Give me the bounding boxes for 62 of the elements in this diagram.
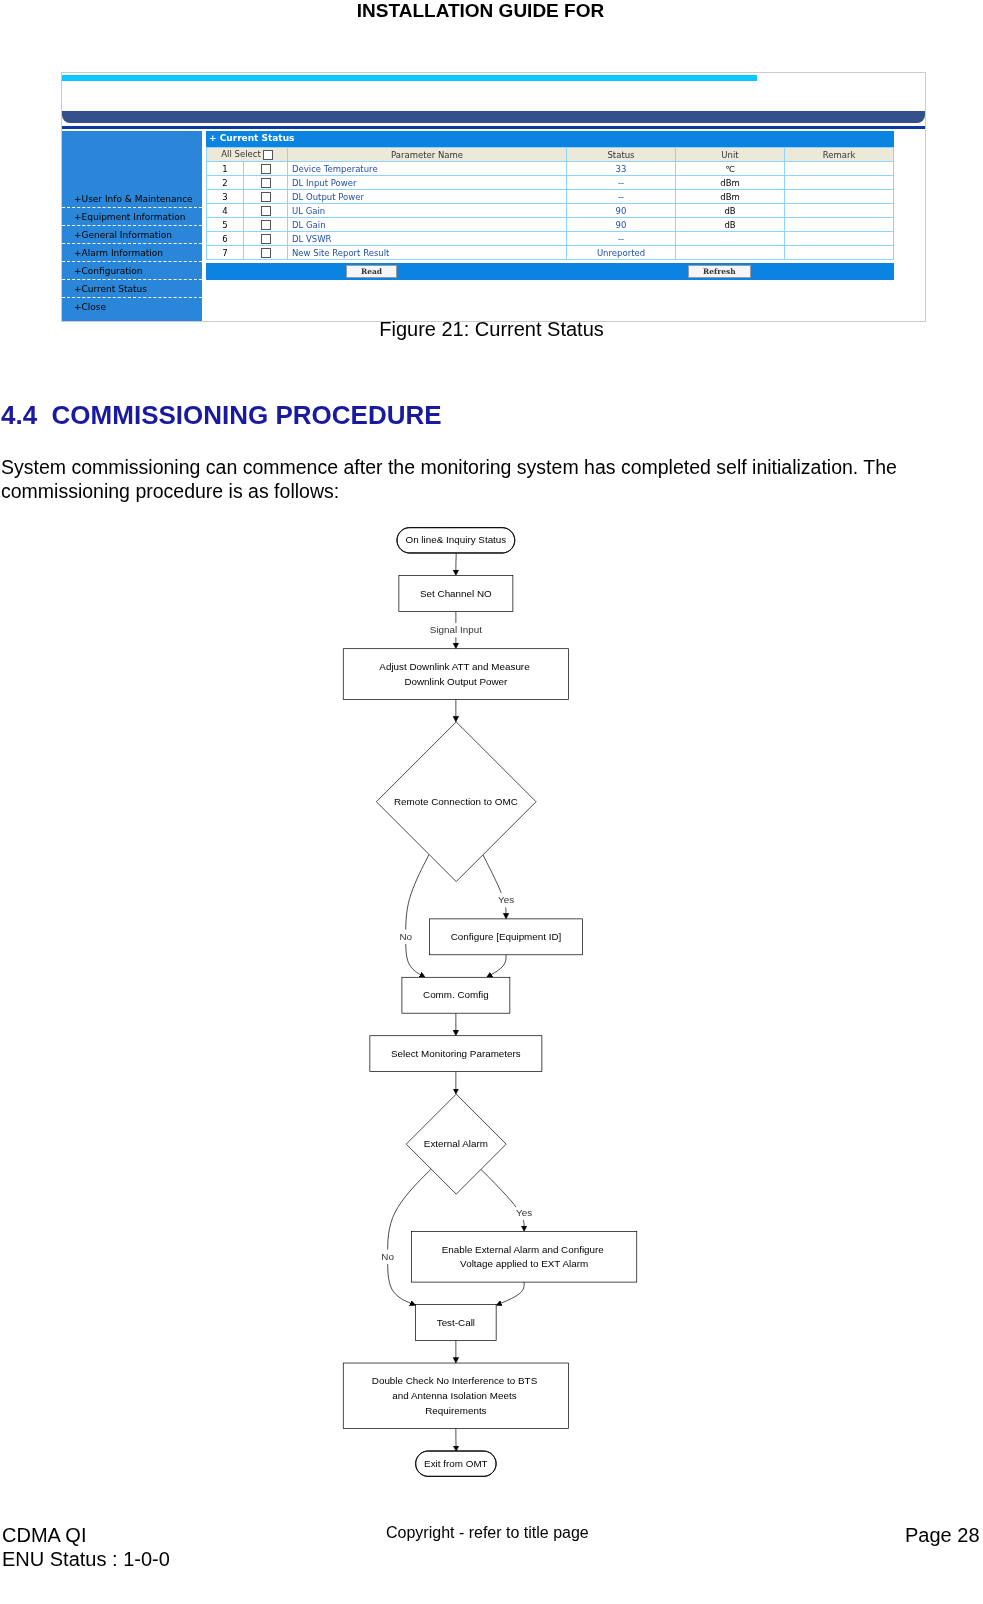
figure-caption: Figure 21: Current Status bbox=[378, 318, 605, 341]
table-cell: dB bbox=[675, 203, 785, 218]
table-cell: UL Gain bbox=[287, 203, 567, 218]
page-number: Page 28 bbox=[905, 1524, 980, 1547]
table-cell: Device Temperature bbox=[287, 161, 567, 176]
table-cell: 3 bbox=[206, 189, 244, 204]
page-header: INSTALLATION GUIDE FOR bbox=[355, 0, 606, 22]
table-cell: DL VSWR bbox=[287, 231, 567, 246]
panel-title: + Current Status bbox=[209, 133, 295, 143]
table-cell: 5 bbox=[206, 217, 244, 232]
table-header: Parameter Name bbox=[287, 147, 567, 162]
node-box: Test-Call bbox=[415, 1304, 497, 1341]
table-cell: 7 bbox=[206, 245, 244, 260]
table-cell: 2 bbox=[206, 175, 244, 190]
table-header: Remark bbox=[784, 147, 894, 162]
table-cell: 6 bbox=[206, 231, 244, 246]
table-cell: 90 bbox=[566, 217, 676, 232]
table-cell: DL Output Power bbox=[287, 189, 567, 204]
node-box: Comm. Comfig bbox=[401, 976, 511, 1014]
node-box: Configure [Equipment ID] bbox=[429, 918, 583, 956]
table-cell: -- bbox=[566, 231, 676, 246]
menu-item: +Close bbox=[73, 301, 108, 314]
table-cell: 1 bbox=[206, 161, 244, 176]
edge-label: Yes bbox=[498, 894, 515, 906]
menu-item: +Current Status bbox=[62, 281, 202, 298]
table-cell: -- bbox=[566, 189, 676, 204]
edge-label: No bbox=[381, 1250, 394, 1263]
node-diamond: Remote Connection to OMC bbox=[376, 721, 537, 882]
table-cell: dBm bbox=[675, 175, 785, 190]
table-cell: New Site Report Result bbox=[287, 245, 567, 260]
footer-text: CDMA QI bbox=[2, 1524, 87, 1547]
edge-label: Yes bbox=[516, 1206, 533, 1219]
node-box: Select Monitoring Parameters bbox=[369, 1035, 543, 1072]
node-box: Double Check No Interference to BTS and Antenna Isolation Meets Requirements bbox=[342, 1362, 569, 1429]
table-cell: dBm bbox=[675, 189, 785, 204]
body-paragraph: System commissioning can commence after the monitoring system has completed self initialization. The commissioning procedure is as follows: bbox=[1, 455, 898, 503]
menu-item: +General Information bbox=[62, 227, 202, 244]
node-box: Adjust Downlink ATT and Measure Downlink Output Power bbox=[342, 648, 569, 700]
menu-item: +Configuration bbox=[62, 263, 202, 280]
table-cell: DL Input Power bbox=[287, 175, 567, 190]
table-cell: ℃ bbox=[675, 161, 785, 176]
table-cell: 90 bbox=[566, 203, 676, 218]
table-cell: DL Gain bbox=[287, 217, 567, 232]
footer-text: Copyright - refer to title page bbox=[386, 1524, 589, 1542]
edge-label: No bbox=[399, 930, 412, 943]
table-cell: -- bbox=[566, 175, 676, 190]
table-cell: Unreported bbox=[566, 245, 676, 260]
edge-label: Signal Input bbox=[429, 624, 482, 636]
table-header: Unit bbox=[675, 147, 785, 162]
section-heading: 4.4 COMMISSIONING PROCEDURE bbox=[1, 400, 442, 431]
node-diamond: External Alarm bbox=[405, 1093, 507, 1195]
header-text: All Select bbox=[221, 149, 261, 160]
menu-item: +Alarm Information bbox=[62, 245, 202, 262]
node-box: Set Channel NO bbox=[398, 575, 514, 612]
table-cell: 33 bbox=[566, 161, 676, 176]
table-cell: dB bbox=[675, 217, 785, 232]
table-cell: 4 bbox=[206, 203, 244, 218]
table-header: Status bbox=[566, 147, 676, 162]
menu-item: +Equipment Information bbox=[62, 209, 202, 226]
menu-item: +User Info & Maintenance bbox=[62, 191, 202, 208]
footer-text: ENU Status : 1-0-0 bbox=[2, 1548, 170, 1571]
node-box: Enable External Alarm and Configure Voltage applied to EXT Alarm bbox=[411, 1231, 638, 1283]
